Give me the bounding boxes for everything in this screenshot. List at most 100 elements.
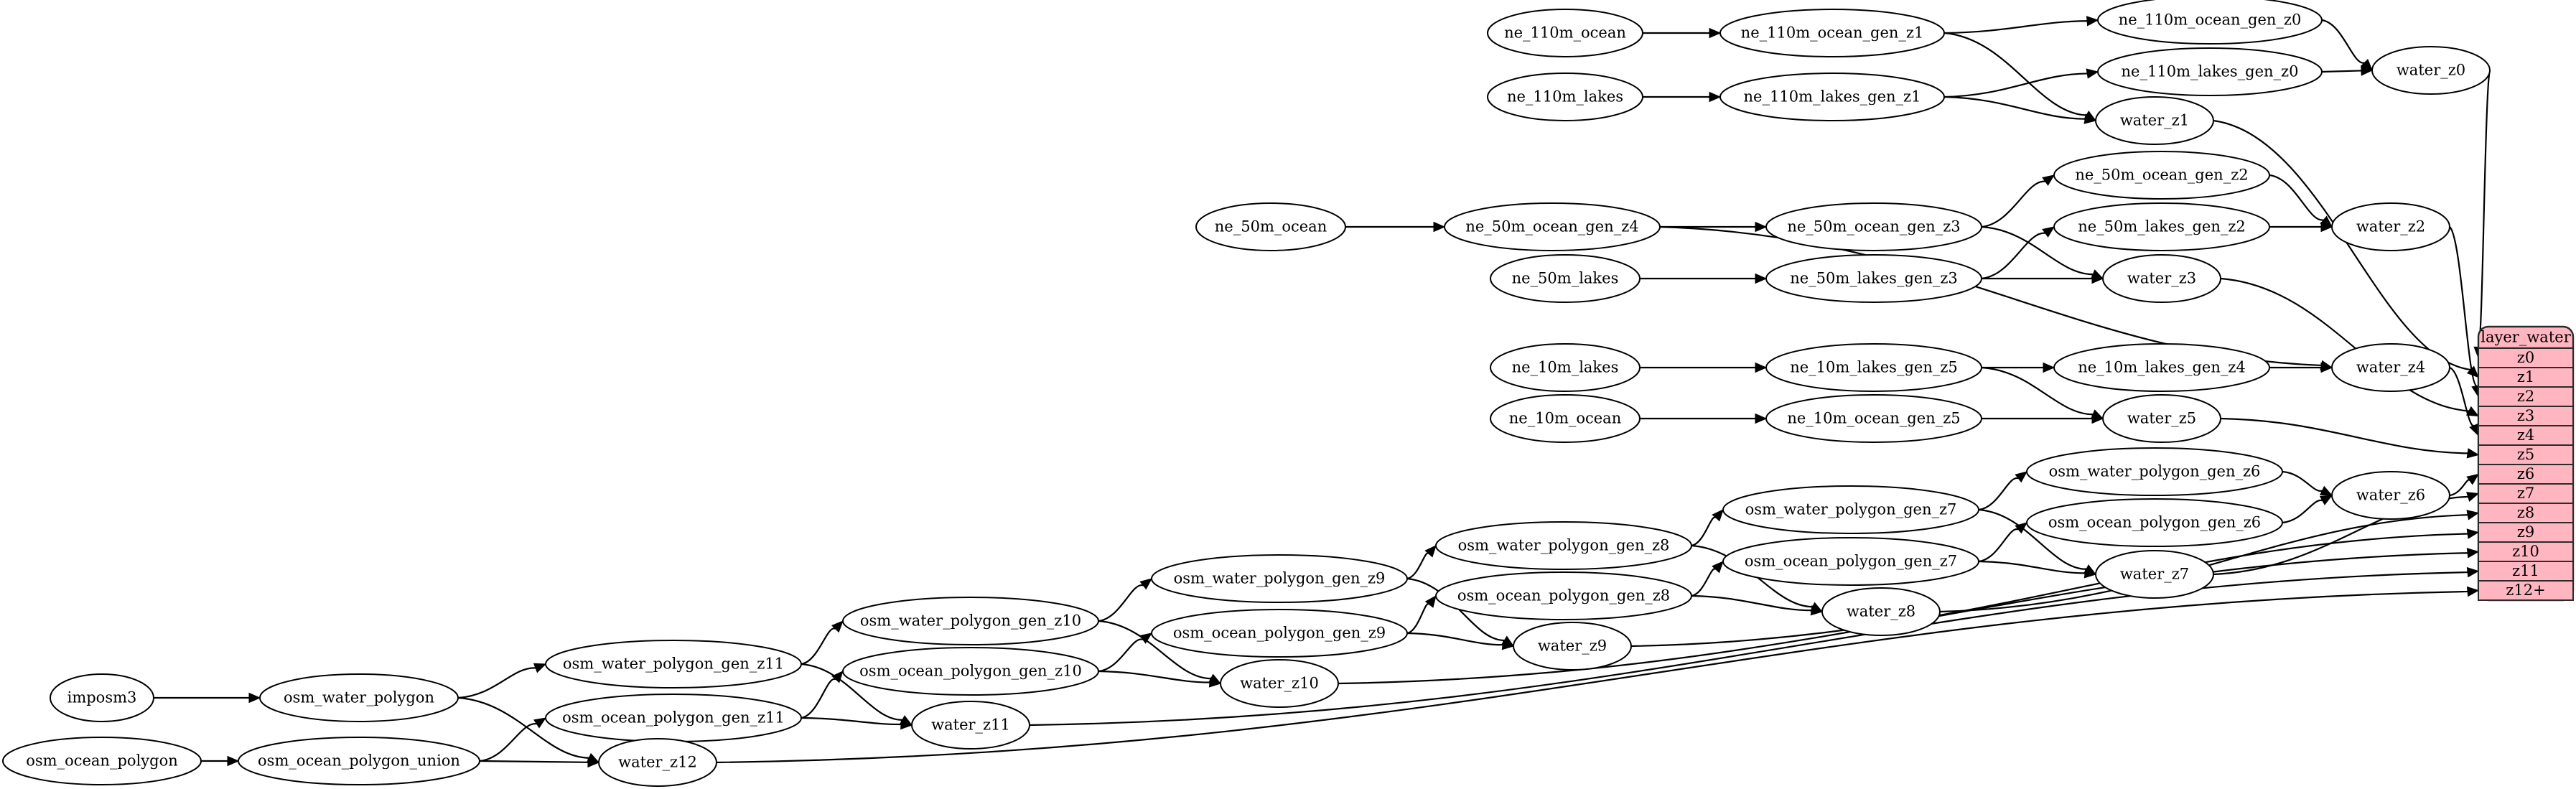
- legend-row-z1[interactable]: [2478, 367, 2574, 388]
- node-water_z1[interactable]: water_z1: [2095, 96, 2214, 145]
- node-label: ne_110m_lakes_gen_z1: [1744, 88, 1921, 106]
- node-water_z3[interactable]: water_z3: [2102, 254, 2221, 303]
- node-osm_water_polygon_gen_z6[interactable]: osm_water_polygon_gen_z6: [2026, 447, 2283, 496]
- node-osm_water_polygon[interactable]: osm_water_polygon: [259, 673, 459, 722]
- legend-row-z10[interactable]: [2478, 541, 2574, 562]
- node-label: ne_110m_ocean_gen_z0: [2119, 11, 2302, 29]
- node-water_z5[interactable]: water_z5: [2102, 394, 2221, 443]
- arrowhead-icon: [2015, 471, 2027, 483]
- edge-ne_50m_ocean_gen_z3-to-ne_50m_ocean_gen_z2: [1981, 180, 2045, 228]
- node-label: water_z5: [2127, 410, 2196, 427]
- node-shape: [2331, 202, 2450, 251]
- node-label: ne_50m_ocean_gen_z3: [1787, 218, 1960, 235]
- node-water_z12[interactable]: water_z12: [598, 738, 717, 787]
- node-ne_50m_ocean[interactable]: ne_50m_ocean: [1195, 202, 1346, 251]
- node-imposm3[interactable]: imposm3: [50, 673, 154, 722]
- legend-row-label-z4: z4: [2517, 426, 2534, 444]
- node-shape: [1765, 394, 1982, 443]
- legend-row-z4[interactable]: [2478, 425, 2574, 446]
- node-water_z7[interactable]: water_z7: [2095, 550, 2214, 599]
- edge-water_z1-to-layer_water-z1: [2213, 119, 2471, 371]
- node-ne_10m_ocean_gen_z5[interactable]: ne_10m_ocean_gen_z5: [1765, 394, 1982, 443]
- node-water_z2[interactable]: water_z2: [2331, 202, 2450, 251]
- node-osm_ocean_polygon_gen_z11[interactable]: osm_ocean_polygon_gen_z11: [545, 694, 802, 742]
- node-label: water_z9: [1538, 638, 1607, 655]
- node-osm_water_polygon_gen_z7[interactable]: osm_water_polygon_gen_z7: [1722, 485, 1979, 534]
- node-shape: [1722, 485, 1979, 534]
- edge-osm_water_polygon_gen_z9-to-osm_water_polygon_gen_z8: [1406, 552, 1430, 580]
- arrowhead-icon: [2043, 362, 2055, 373]
- edge-ne_50m_lakes_gen_z3-to-ne_50m_lakes_gen_z2: [1981, 232, 2045, 280]
- node-osm_ocean_polygon_gen_z8[interactable]: osm_ocean_polygon_gen_z8: [1435, 571, 1692, 620]
- node-shape: [1220, 659, 1339, 708]
- node-shape: [1821, 587, 1941, 636]
- node-osm_ocean_polygon_gen_z10[interactable]: osm_ocean_polygon_gen_z10: [842, 647, 1099, 696]
- node-ne_110m_lakes[interactable]: ne_110m_lakes: [1487, 73, 1643, 121]
- edge-ne_110m_lakes_gen_z0-to-water_z0: [2321, 70, 2362, 73]
- legend-row-z7[interactable]: [2478, 483, 2574, 504]
- node-ne_50m_lakes_gen_z3[interactable]: ne_50m_lakes_gen_z3: [1765, 254, 1982, 303]
- edge-ne_50m_ocean_gen_z2-to-water_z2: [2269, 174, 2324, 221]
- node-ne_50m_lakes[interactable]: ne_50m_lakes: [1490, 254, 1641, 303]
- arrowhead-icon: [2319, 495, 2333, 505]
- node-water_z9[interactable]: water_z9: [1513, 622, 1632, 671]
- arrowhead-icon: [2469, 423, 2479, 436]
- node-shape: [1722, 537, 1979, 586]
- nodes-layer: ne_110m_ocean ne_110m_ocean_gen_z1 ne_110m…: [2, 0, 2491, 787]
- arrowhead-icon: [2086, 68, 2099, 79]
- node-osm_ocean_polygon_gen_z7[interactable]: osm_ocean_polygon_gen_z7: [1722, 537, 1979, 586]
- arrowhead-icon: [1424, 545, 1437, 558]
- node-shape: [238, 737, 480, 785]
- legend-row-z12+[interactable]: [2478, 580, 2574, 601]
- node-shape: [50, 673, 154, 722]
- node-ne_50m_ocean_gen_z2[interactable]: ne_50m_ocean_gen_z2: [2053, 151, 2270, 200]
- node-ne_10m_lakes[interactable]: ne_10m_lakes: [1490, 343, 1641, 392]
- node-shape: [2026, 447, 2283, 496]
- node-label: osm_water_polygon_gen_z11: [563, 655, 784, 673]
- node-ne_110m_ocean[interactable]: ne_110m_ocean: [1487, 9, 1643, 57]
- node-shape: [2053, 202, 2270, 251]
- node-ne_110m_ocean_gen_z1[interactable]: ne_110m_ocean_gen_z1: [1719, 9, 1945, 57]
- node-osm_water_polygon_gen_z9[interactable]: osm_water_polygon_gen_z9: [1151, 554, 1408, 603]
- node-water_z0[interactable]: water_z0: [2371, 46, 2491, 95]
- node-ne_50m_lakes_gen_z2[interactable]: ne_50m_lakes_gen_z2: [2053, 202, 2270, 251]
- edge-osm_ocean_polygon_union-to-water_z12: [479, 760, 589, 763]
- node-osm_water_polygon_gen_z8[interactable]: osm_water_polygon_gen_z8: [1435, 521, 1692, 570]
- legend-row-z0[interactable]: [2478, 347, 2574, 368]
- node-ne_10m_ocean[interactable]: ne_10m_ocean: [1490, 394, 1641, 443]
- node-water_z6[interactable]: water_z6: [2331, 471, 2450, 520]
- arrowhead-icon: [2466, 473, 2480, 485]
- edge-osm_ocean_polygon_gen_z11-to-osm_ocean_polygon_gen_z10: [801, 678, 836, 719]
- node-water_z11[interactable]: water_z11: [911, 701, 1030, 750]
- arrowhead-icon: [2466, 548, 2480, 559]
- node-osm_ocean_polygon_gen_z9[interactable]: osm_ocean_polygon_gen_z9: [1151, 609, 1408, 658]
- node-water_z4[interactable]: water_z4: [2331, 343, 2450, 392]
- node-label: imposm3: [67, 689, 137, 706]
- node-ne_110m_ocean_gen_z0[interactable]: ne_110m_ocean_gen_z0: [2097, 0, 2323, 45]
- node-water_z10[interactable]: water_z10: [1220, 659, 1339, 708]
- edge-osm_ocean_polygon_gen_z8-to-osm_ocean_polygon_gen_z7: [1691, 568, 1717, 597]
- node-water_z8[interactable]: water_z8: [1821, 587, 1941, 636]
- node-ne_110m_lakes_gen_z0[interactable]: ne_110m_lakes_gen_z0: [2097, 47, 2323, 96]
- node-ne_10m_lakes_gen_z5[interactable]: ne_10m_lakes_gen_z5: [1765, 343, 1982, 392]
- legend-table[interactable]: layer_waterz0z1z2z3z4z5z6z7z8z9z10z11z12…: [2477, 325, 2575, 602]
- legend-row-z2[interactable]: [2478, 386, 2574, 407]
- node-ne_110m_lakes_gen_z1[interactable]: ne_110m_lakes_gen_z1: [1719, 73, 1945, 121]
- node-osm_water_polygon_gen_z11[interactable]: osm_water_polygon_gen_z11: [545, 640, 802, 688]
- node-ne_50m_ocean_gen_z4[interactable]: ne_50m_ocean_gen_z4: [1444, 202, 1661, 251]
- node-osm_water_polygon_gen_z10[interactable]: osm_water_polygon_gen_z10: [842, 597, 1099, 645]
- node-osm_ocean_polygon_union[interactable]: osm_ocean_polygon_union: [238, 737, 480, 785]
- node-osm_ocean_polygon_gen_z6[interactable]: osm_ocean_polygon_gen_z6: [2026, 498, 2283, 547]
- arrowhead-icon: [248, 692, 261, 704]
- edge-ne_110m_ocean_gen_z0-to-water_z0: [2321, 19, 2365, 64]
- node-label: water_z4: [2356, 359, 2425, 376]
- legend-row-z6[interactable]: [2478, 464, 2574, 485]
- legend-row-z8[interactable]: [2478, 503, 2574, 523]
- node-label: ne_10m_lakes_gen_z5: [1790, 359, 1958, 376]
- node-osm_ocean_polygon[interactable]: osm_ocean_polygon: [2, 737, 202, 785]
- legend-row-z3[interactable]: [2478, 406, 2574, 426]
- node-ne_10m_lakes_gen_z4[interactable]: ne_10m_lakes_gen_z4: [2053, 343, 2270, 392]
- legend-row-z9[interactable]: [2478, 522, 2574, 543]
- edge-ne_50m_ocean_gen_z3-to-water_z3: [1981, 225, 2094, 276]
- node-ne_50m_ocean_gen_z3[interactable]: ne_50m_ocean_gen_z3: [1765, 202, 1982, 251]
